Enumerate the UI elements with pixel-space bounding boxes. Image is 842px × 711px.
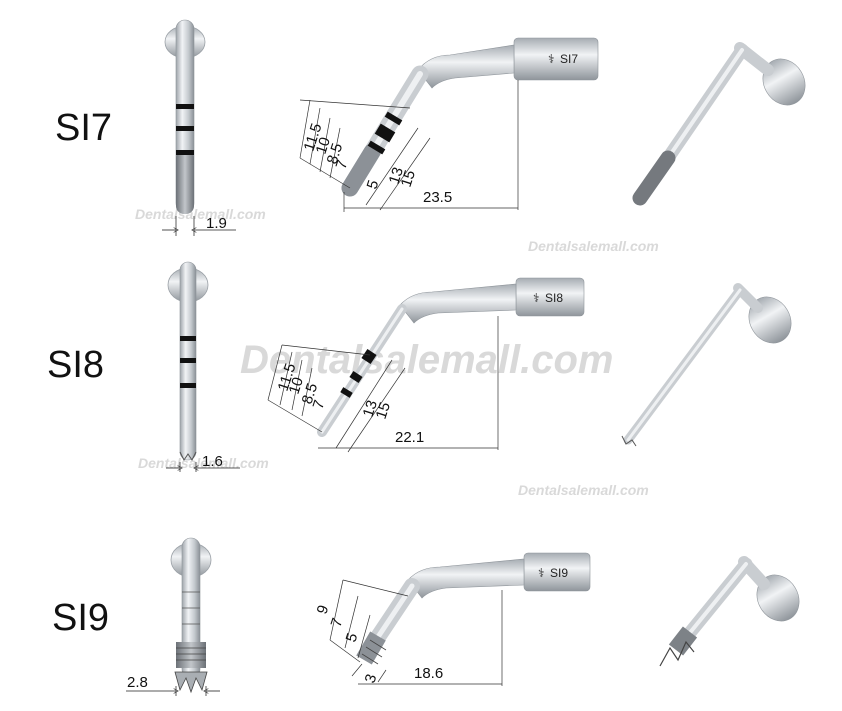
si9-mark-3: 3	[362, 672, 381, 685]
si9-mark-9: 9	[314, 603, 333, 616]
si7-mark-13: 13	[386, 165, 407, 186]
si7-length-label: 23.5	[423, 189, 452, 206]
si9-mark-5: 5	[343, 631, 362, 644]
si8-mark-7: 7	[310, 398, 329, 411]
si8-side-view: SI8 ⚕ 11.5 10 8.5 7 13 15 22.1	[267, 277, 585, 453]
logo-icon: ⚕	[533, 291, 540, 305]
model-label-si9: SI9	[52, 597, 110, 639]
si9-side-view: SI9 ⚕ 9 7 5 3 18.6	[314, 552, 591, 686]
watermark-2: Dentalsalemall.com	[528, 238, 659, 254]
si8-mark-10: 10	[286, 375, 307, 396]
si7-3d-view	[632, 42, 806, 206]
watermark-1: Dentalsalemall.com	[135, 206, 266, 222]
si7-mark-10: 10	[313, 135, 334, 156]
logo-icon: ⚕	[548, 52, 555, 66]
watermark-5: Dentalsalemall.com	[518, 482, 649, 498]
si8-mark-15: 15	[373, 400, 394, 421]
si7-side-view: SI7 ⚕ 11.5 10 8.5 7 5 13 15 23.5	[299, 37, 599, 212]
si9-front-view: 2.8	[126, 537, 220, 696]
si9-diameter-label: 2.8	[127, 674, 148, 691]
si7-diameter-label: 1.9	[206, 215, 227, 232]
si7-mark-5: 5	[364, 178, 383, 191]
si9-tag: SI9	[550, 566, 568, 580]
si8-mark-8-5: 8.5	[299, 381, 322, 406]
si9-length-label: 18.6	[414, 665, 443, 682]
si7-tag: SI7	[560, 52, 578, 66]
si9-mark-7: 7	[328, 616, 347, 629]
si8-length-label: 22.1	[395, 429, 424, 446]
si9-3d-view	[659, 556, 800, 667]
si7-front-view: 1.9	[162, 19, 236, 236]
watermark-4: Dentalsalemall.com	[138, 455, 269, 471]
si7-mark-8-5: 8.5	[324, 141, 347, 166]
si8-mark-13: 13	[360, 398, 381, 419]
si7-mark-7: 7	[333, 158, 352, 171]
si7-mark-15: 15	[398, 168, 419, 189]
watermark-3: Dentalsalemall.com	[240, 338, 614, 382]
model-label-si7: SI7	[55, 107, 113, 149]
si8-front-view: 1.6	[166, 261, 240, 472]
logo-icon: ⚕	[538, 566, 545, 580]
model-label-si8: SI8	[47, 344, 105, 386]
si8-diameter-label: 1.6	[202, 453, 223, 470]
si8-tag: SI8	[545, 291, 563, 305]
si8-3d-view	[621, 283, 792, 447]
